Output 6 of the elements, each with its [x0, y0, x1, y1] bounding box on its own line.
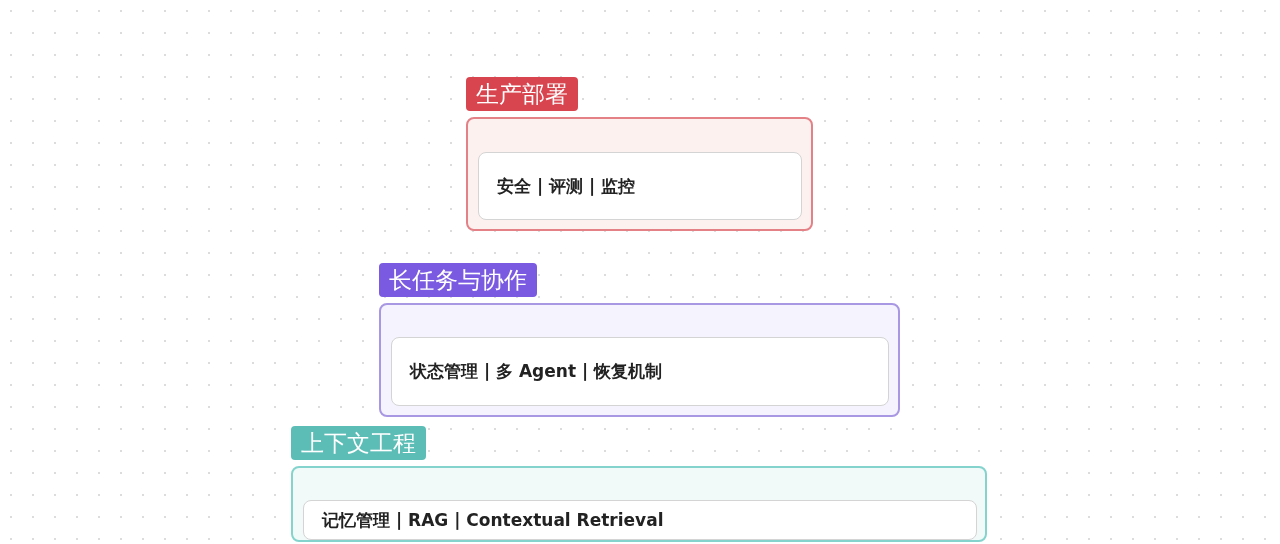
layer-title: 生产部署	[466, 77, 578, 111]
content-card: 安全 | 评测 | 监控	[478, 152, 802, 220]
layer-title: 长任务与协作	[379, 263, 537, 297]
content-card: 状态管理 | 多 Agent | 恢复机制	[391, 337, 889, 406]
layer-title: 上下文工程	[291, 426, 426, 460]
content-card: 记忆管理 | RAG | Contextual Retrieval	[303, 500, 977, 540]
